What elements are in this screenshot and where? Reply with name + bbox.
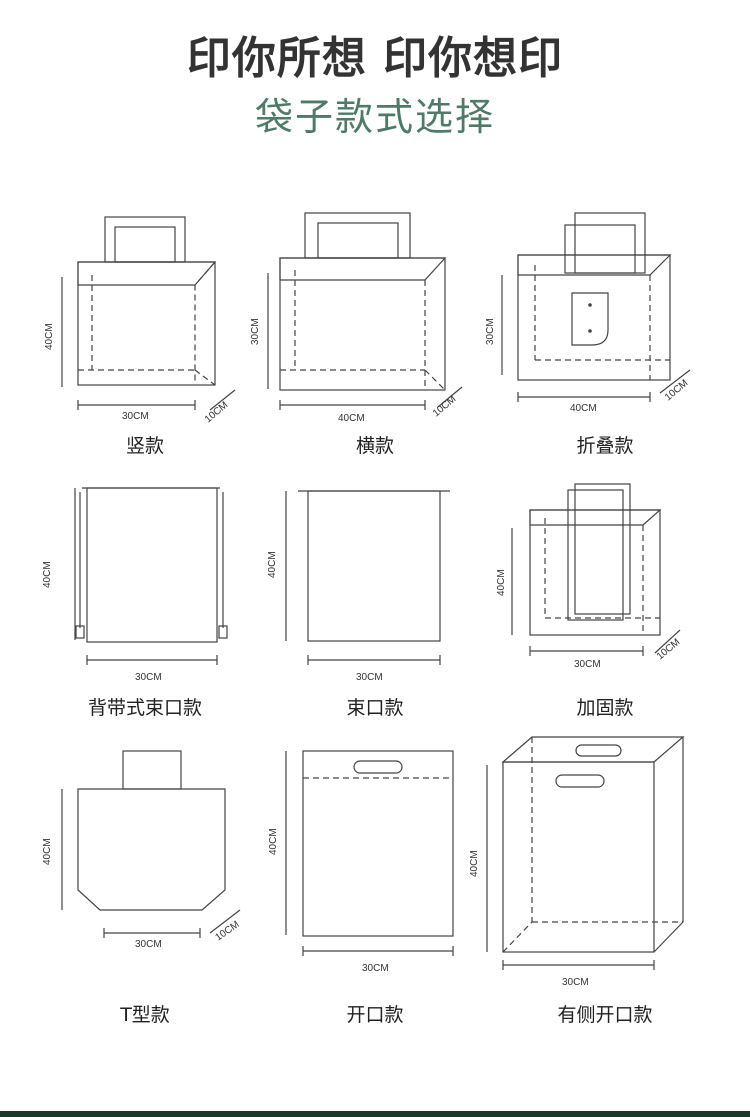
bag-style-card-backpack-drawstring[interactable]: 40CM 30CM 背带式束口款: [20, 478, 270, 728]
bag-style-card-horizontal[interactable]: 30CM 40CM 10CM 横款: [250, 205, 500, 465]
dim-width: 40CM: [338, 413, 365, 424]
dim-height: 40CM: [496, 569, 507, 596]
dim-height: 40CM: [268, 828, 279, 855]
bag-style-label: 折叠款: [576, 435, 634, 457]
bag-style-label: 横款: [355, 435, 394, 457]
bag-style-label: 开口款: [346, 1004, 404, 1026]
dim-height: 30CM: [250, 318, 261, 345]
dim-height: 40CM: [267, 551, 278, 578]
dim-width: 30CM: [135, 672, 162, 683]
bag-style-card-vertical[interactable]: 40CM 30CM 10CM 竖款: [20, 205, 270, 465]
bag-style-label: 背带式束口款: [87, 697, 202, 719]
bag-style-card-side-die-cut[interactable]: 40CM 30CM 有侧开口款: [469, 735, 730, 1035]
bag-style-card-reinforced[interactable]: 40CM 30CM 10CM 加固款: [480, 478, 730, 728]
vertical-bag-diagram: 40CM 30CM 10CM: [44, 216, 236, 426]
dim-width: 30CM: [356, 672, 383, 683]
bag-style-label: 有侧开口款: [557, 1004, 653, 1026]
reinforced-bag-diagram: 40CM 30CM 10CM: [496, 483, 682, 670]
bag-style-card-folding[interactable]: 30CM 40CM 10CM 折叠款: [480, 205, 730, 465]
dim-height: 40CM: [42, 838, 53, 865]
dim-height: 30CM: [485, 318, 496, 345]
bag-style-card-drawstring[interactable]: 40CM 30CM 束口款: [250, 478, 500, 728]
dim-width: 30CM: [122, 411, 149, 422]
bottom-bar: [0, 1111, 750, 1117]
side-die-cut-bag-diagram: 40CM 30CM: [469, 736, 685, 988]
t-shape-bag-diagram: 40CM 30CM 10CM: [42, 750, 242, 950]
dim-depth: 10CM: [203, 400, 231, 426]
dim-height: 40CM: [469, 850, 480, 877]
drawstring-bag-diagram: 40CM 30CM: [267, 490, 450, 683]
dim-height: 40CM: [44, 323, 55, 350]
dim-height: 40CM: [42, 561, 53, 588]
die-cut-bag-diagram: 40CM 30CM: [268, 750, 454, 974]
dim-width: 30CM: [562, 977, 589, 988]
page-subtitle: 袋子款式选择: [254, 95, 495, 139]
bag-style-card-die-cut[interactable]: 40CM 30CM 开口款: [250, 745, 500, 1035]
dim-depth: 10CM: [663, 378, 691, 404]
bag-style-label: 束口款: [346, 697, 404, 719]
dim-width: 40CM: [570, 403, 597, 414]
dim-depth: 10CM: [431, 394, 459, 420]
dim-width: 30CM: [362, 963, 389, 974]
horizontal-bag-diagram: 30CM 40CM 10CM: [250, 212, 463, 424]
bag-style-label: 竖款: [125, 435, 164, 457]
dim-depth: 10CM: [213, 919, 241, 943]
dim-width: 30CM: [135, 939, 162, 950]
bag-style-card-t-shape[interactable]: 40CM 30CM 10CM T型款: [20, 745, 270, 1035]
page-title: 印你所想 印你想印: [186, 33, 564, 84]
folding-bag-diagram: 30CM 40CM 10CM: [485, 212, 691, 414]
dim-width: 30CM: [574, 659, 601, 670]
bag-style-label: 加固款: [576, 697, 634, 719]
backpack-drawstring-bag-diagram: 40CM 30CM: [42, 487, 228, 683]
bag-style-label: T型款: [120, 1004, 170, 1026]
